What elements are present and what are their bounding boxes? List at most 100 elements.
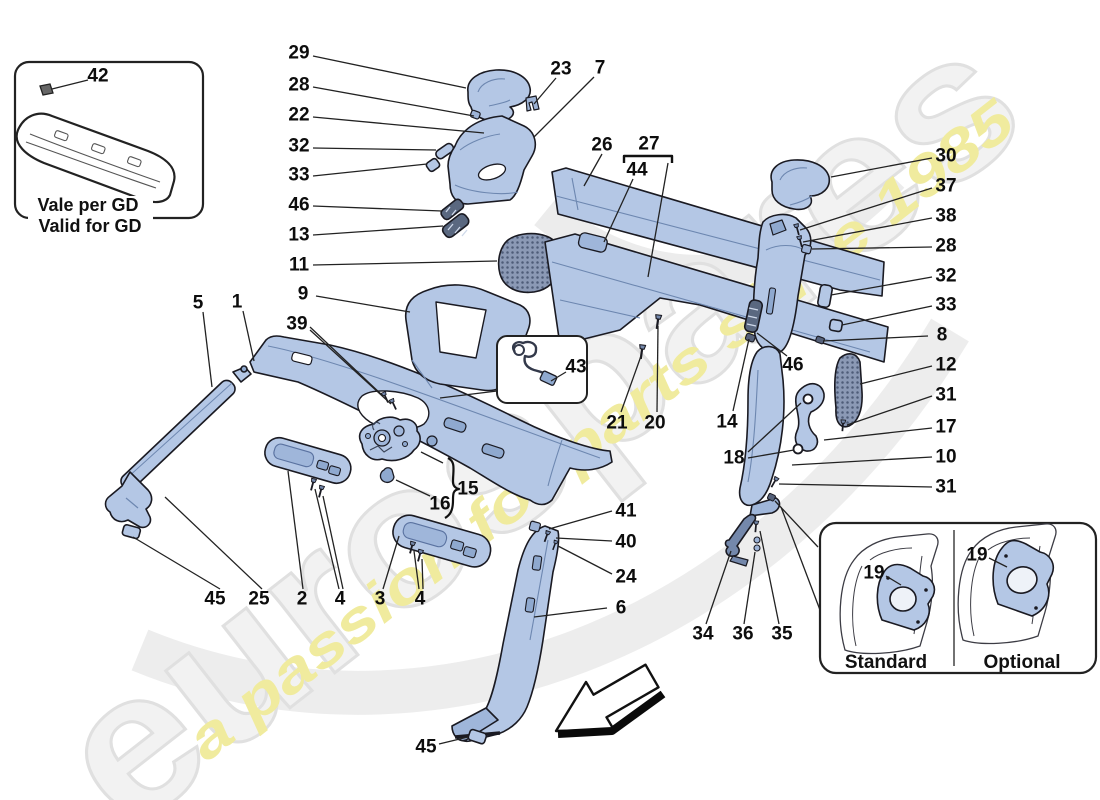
callout-5: 5 xyxy=(193,293,213,388)
callout-25: 25 xyxy=(164,496,270,610)
svg-text:7: 7 xyxy=(595,58,606,79)
part-bracket-17 xyxy=(792,382,825,455)
callout-40: 40 xyxy=(555,532,637,553)
callout-18: 18 xyxy=(723,402,802,469)
callout-33: 33 xyxy=(288,163,428,186)
direction-arrow xyxy=(554,663,666,738)
part-front-headliner-panel xyxy=(249,335,613,506)
callout-46: 46 xyxy=(288,195,443,216)
svg-text:27: 27 xyxy=(638,134,659,155)
svg-text:35: 35 xyxy=(771,624,793,645)
svg-text:19: 19 xyxy=(966,545,987,566)
clip-28-left xyxy=(469,109,481,120)
washer-35b xyxy=(753,544,761,552)
svg-text:24: 24 xyxy=(615,567,637,588)
parts-layer xyxy=(104,69,889,745)
harness-inset-box xyxy=(496,335,588,404)
callout-24: 24 xyxy=(557,545,637,588)
callout-45: 45 xyxy=(415,736,469,758)
callout-8: 8 xyxy=(822,325,948,346)
clip-23 xyxy=(525,95,540,112)
pad-44 xyxy=(577,232,608,253)
clip-42 xyxy=(39,83,54,96)
part-dome-lamp-assembly xyxy=(358,416,421,462)
callout-2: 2 xyxy=(287,470,308,610)
svg-text:21: 21 xyxy=(606,413,628,434)
svg-text:2: 2 xyxy=(297,589,308,610)
pad-32-left xyxy=(435,142,455,160)
svg-text:40: 40 xyxy=(615,532,636,553)
options-inset: Standard Optional xyxy=(818,521,1098,675)
svg-text:45: 45 xyxy=(415,737,437,758)
svg-text:12: 12 xyxy=(935,355,956,376)
callout-39: 39 xyxy=(286,314,392,405)
svg-text:43: 43 xyxy=(565,357,586,378)
svg-text:31: 31 xyxy=(935,477,957,498)
callout-30: 30 xyxy=(830,146,957,178)
callout-37: 37 xyxy=(799,176,957,231)
svg-text:44: 44 xyxy=(626,160,648,181)
svg-text:8: 8 xyxy=(937,325,948,346)
svg-text:26: 26 xyxy=(591,135,612,156)
svg-text:30: 30 xyxy=(935,146,956,167)
callout-16: 16 xyxy=(395,479,451,515)
svg-text:16: 16 xyxy=(429,494,450,515)
svg-text:32: 32 xyxy=(935,266,956,287)
pad-33-left xyxy=(425,157,441,173)
svg-text:29: 29 xyxy=(288,43,309,64)
svg-text:37: 37 xyxy=(935,176,956,197)
svg-text:42: 42 xyxy=(87,66,108,87)
gd-inset-line1: Vale per GD xyxy=(37,195,138,215)
callout-41: 41 xyxy=(548,501,637,530)
svg-text:32: 32 xyxy=(288,136,309,157)
optional-label: Optional xyxy=(983,652,1060,673)
callout-15: 15 xyxy=(420,451,479,500)
callout-33: 33 xyxy=(841,295,957,326)
part-b-pillar-upper-trim xyxy=(447,115,537,205)
svg-text:25: 25 xyxy=(248,589,270,610)
pad-13-left xyxy=(441,213,470,239)
gd-inset-line2: Valid for GD xyxy=(38,216,141,236)
callout-38: 38 xyxy=(802,206,957,243)
svg-text:14: 14 xyxy=(716,412,738,433)
callout-28: 28 xyxy=(288,75,475,117)
callout-6: 6 xyxy=(533,598,626,619)
part-strut-34 xyxy=(724,513,757,567)
washer-35a xyxy=(753,536,761,544)
svg-text:45: 45 xyxy=(204,589,226,610)
svg-text:41: 41 xyxy=(615,501,637,522)
part-b-pillar-upper-trim-right xyxy=(752,213,812,354)
callout-9: 9 xyxy=(298,284,411,313)
callout-1: 1 xyxy=(232,292,255,362)
svg-text:13: 13 xyxy=(288,225,309,246)
callout-17: 17 xyxy=(823,417,957,441)
callout-14: 14 xyxy=(716,338,750,433)
svg-text:9: 9 xyxy=(298,284,309,305)
callout-7: 7 xyxy=(533,58,606,138)
callout-32: 32 xyxy=(830,266,957,296)
callout-13: 13 xyxy=(288,225,444,246)
callout-42: 42 xyxy=(51,66,109,90)
svg-text:20: 20 xyxy=(644,413,665,434)
callout-46: 46 xyxy=(756,332,804,376)
clip-41 xyxy=(528,520,542,533)
callout-26: 26 xyxy=(583,135,613,187)
svg-text:28: 28 xyxy=(935,236,956,257)
svg-text:34: 34 xyxy=(692,624,714,645)
svg-text:17: 17 xyxy=(935,417,956,438)
svg-text:3: 3 xyxy=(375,589,386,610)
part-sun-visor-left xyxy=(264,436,352,485)
svg-text:39: 39 xyxy=(286,314,307,335)
svg-text:11: 11 xyxy=(289,255,310,276)
callout-19: 19 xyxy=(966,545,1008,568)
svg-text:36: 36 xyxy=(732,624,753,645)
callout-3: 3 xyxy=(375,535,400,610)
svg-text:4: 4 xyxy=(335,589,346,610)
gd-inset: Vale per GD Valid for GD xyxy=(13,60,205,236)
callout-35: 35 xyxy=(759,530,793,645)
cap-45-left xyxy=(121,523,142,540)
bracket-27-group xyxy=(622,154,674,163)
svg-text:1: 1 xyxy=(232,292,243,313)
part-gd-header-trim xyxy=(15,112,176,204)
